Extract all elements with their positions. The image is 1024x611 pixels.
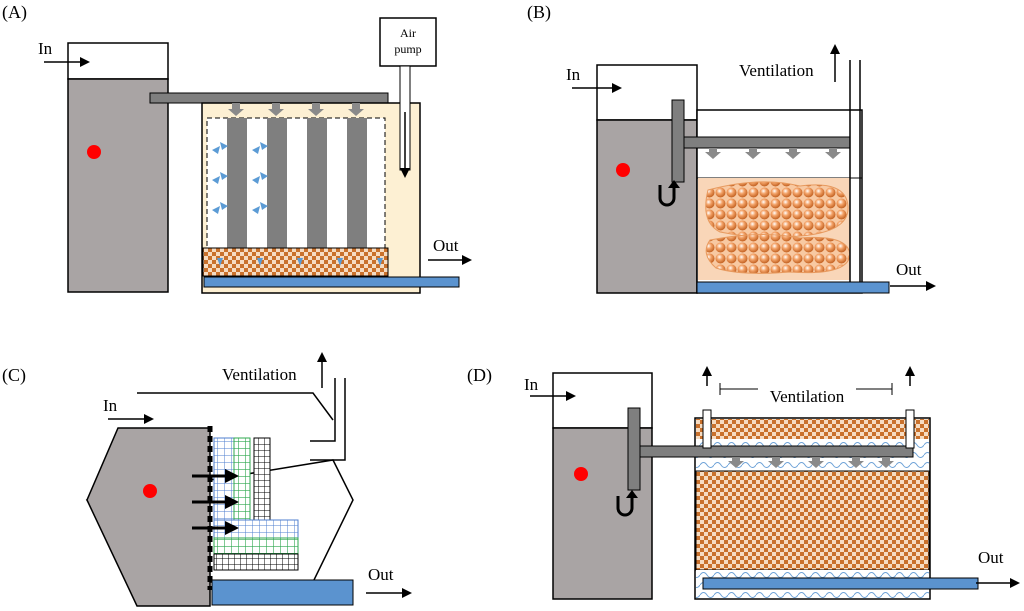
arrow-down-icon (297, 258, 303, 266)
media-column (227, 118, 247, 248)
dip-pipe (671, 99, 685, 183)
distribution-arrows (705, 148, 841, 159)
arrow-down-icon (308, 103, 324, 116)
spray-arrows (212, 142, 268, 214)
drip-arrows (217, 258, 383, 266)
arrow-down-icon (745, 148, 761, 159)
inlet-compartment (86, 427, 211, 607)
arrow-down-icon (825, 148, 841, 159)
feed-pipe (639, 445, 914, 458)
arrow-down-icon (848, 457, 864, 468)
panel-c: (C) In Ventilation Out (2, 352, 412, 607)
spray-arrow-icon (252, 172, 268, 184)
panel-b-label: (B) (527, 2, 551, 23)
panel-c-label: (C) (2, 365, 26, 386)
air-pump-box (379, 17, 437, 67)
outlet-label: Out (978, 548, 1004, 567)
outlet-label: Out (433, 236, 459, 255)
panel-d: (D) In Ventilation Out (467, 365, 1020, 600)
panel-d-label: (D) (467, 365, 492, 386)
dip-pipe (627, 407, 641, 491)
inlet-label: In (38, 39, 53, 58)
arrow-up-icon (626, 490, 638, 498)
air-pump-label-2: pump (394, 42, 421, 56)
air-pump-label-1: Air (400, 26, 416, 40)
panel-a: (A) In (2, 2, 472, 294)
ventilation-label: Ventilation (222, 365, 297, 384)
arrow-down-icon (228, 103, 244, 116)
sampling-point-dot (616, 163, 630, 177)
inlet-label: In (524, 375, 539, 394)
spray-arrow-icon (212, 202, 228, 214)
media-column (267, 118, 287, 248)
feed-pipe (683, 136, 851, 149)
sampling-point-dot (574, 467, 588, 481)
ventilation-pipe (702, 409, 712, 449)
ventilation-label: Ventilation (739, 61, 814, 80)
media-columns (227, 118, 367, 248)
media-column (347, 118, 367, 248)
main-media-bed (695, 470, 930, 571)
outlet-label: Out (368, 565, 394, 584)
inlet-label: In (566, 65, 581, 84)
green-mesh-media (213, 537, 299, 555)
media-cluster (705, 181, 849, 238)
black-mesh-media (213, 553, 299, 571)
ventilation-pipe (310, 378, 346, 461)
outlet-label: Out (896, 260, 922, 279)
ventilation-bracket (719, 383, 893, 395)
arrow-down-icon (728, 457, 744, 468)
arrow-down-icon (705, 148, 721, 159)
sampling-point-dot (87, 145, 101, 159)
spray-arrow-icon (252, 202, 268, 214)
outlet-pipe (203, 276, 460, 288)
panel-b: (B) In Ventilation Out (527, 2, 936, 294)
feed-pipe (149, 92, 389, 104)
arrow-down-icon (785, 148, 801, 159)
arrow-down-icon (808, 457, 824, 468)
outlet-pipe (702, 577, 979, 590)
arrow-down-icon (217, 258, 223, 266)
blue-mesh-media (213, 437, 235, 521)
inlet-label: In (103, 396, 118, 415)
spray-arrow-icon (212, 142, 228, 154)
u-trap-icon (616, 496, 634, 517)
arrow-down-icon (878, 457, 894, 468)
arrow-down-icon (768, 457, 784, 468)
spray-arrow-icon (212, 172, 228, 184)
arrow-down-icon (337, 258, 343, 266)
panel-a-label: (A) (2, 2, 27, 23)
media-column (307, 118, 327, 248)
green-mesh-media (233, 437, 251, 521)
bottom-media-layer (202, 247, 389, 277)
distribution-arrows (728, 457, 894, 468)
black-mesh-media (253, 437, 271, 521)
distribution-arrows (228, 103, 364, 116)
top-media-layer (696, 419, 929, 439)
arrow-down-icon (257, 258, 263, 266)
media-cluster (705, 233, 851, 274)
arrow-up-icon (668, 180, 680, 188)
ventilation-pipe (849, 60, 861, 283)
outlet-pipe (211, 579, 354, 606)
sampling-point-dot (143, 484, 157, 498)
arrow-down-icon (348, 103, 364, 116)
spray-arrow-icon (252, 142, 268, 154)
inlet-tank-headspace (67, 42, 169, 80)
arrow-down-icon (268, 103, 284, 116)
outlet-pipe (696, 281, 890, 294)
ventilation-pipe (905, 409, 915, 449)
ventilation-label: Ventilation (770, 387, 845, 406)
u-trap-icon (658, 185, 676, 207)
arrow-down-icon (377, 258, 383, 266)
inlet-tank (67, 78, 169, 293)
